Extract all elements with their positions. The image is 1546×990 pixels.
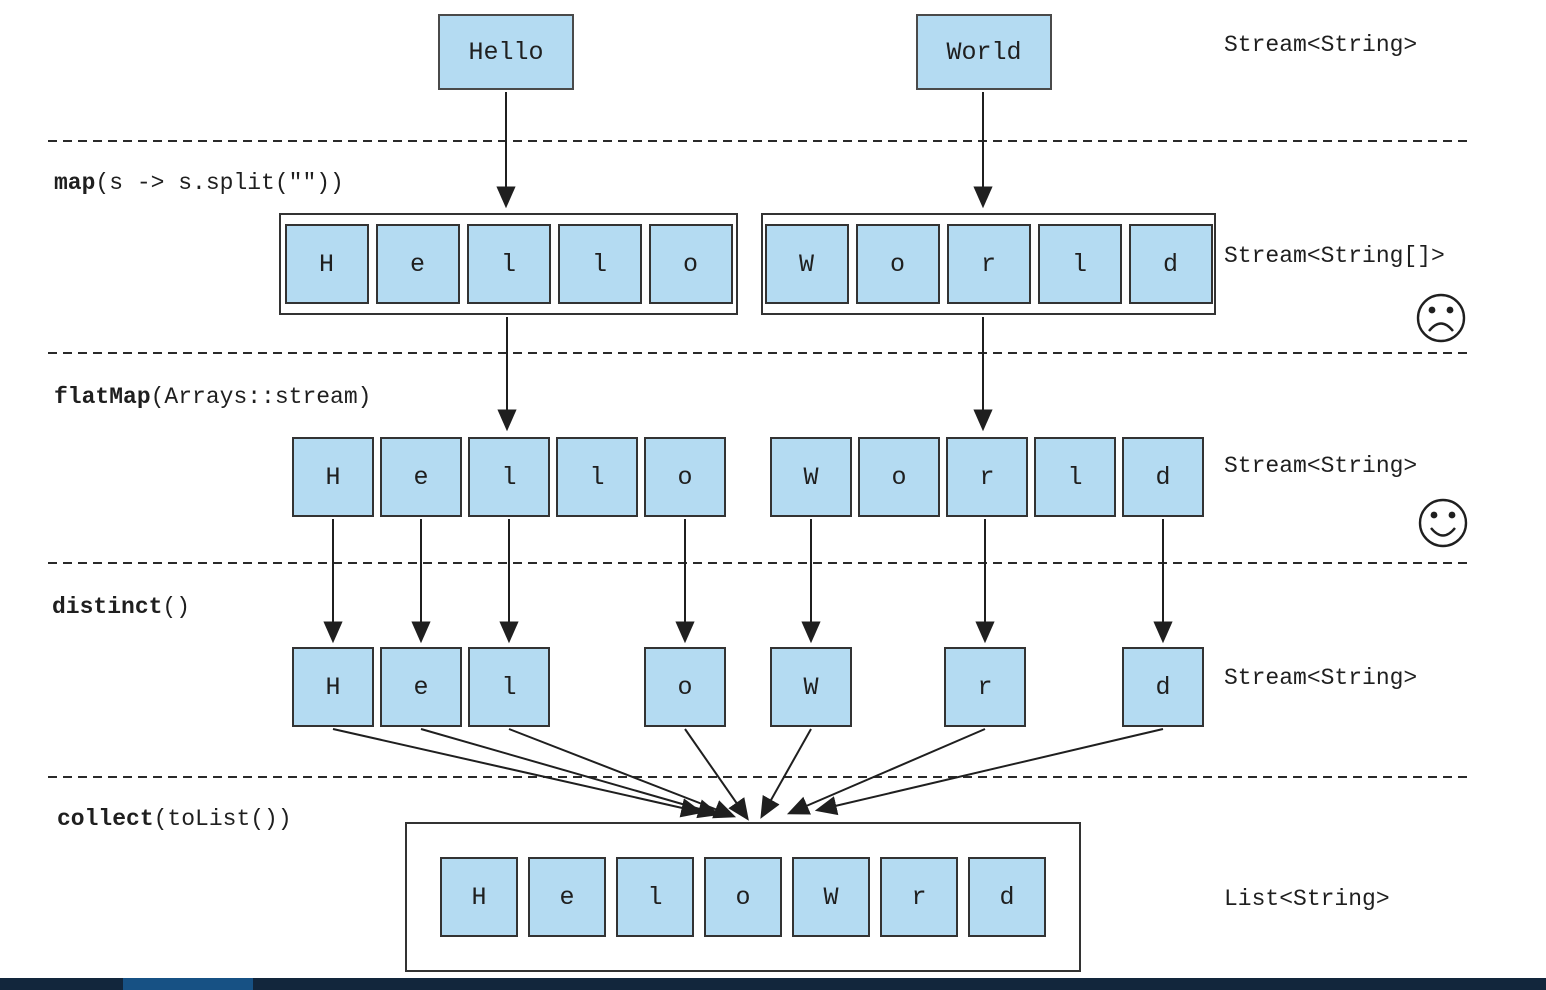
op-name: collect [57, 806, 154, 832]
cell-letter: H [325, 672, 341, 702]
op-label-flatmap: flatMap(Arrays::stream) [54, 384, 371, 410]
cell-letter: e [409, 249, 425, 279]
cell-letter: o [735, 882, 751, 912]
flatmap-cells-world: W o r l d [770, 437, 1204, 517]
cell-letter: o [677, 672, 693, 702]
op-args: () [162, 594, 191, 620]
distinct-to-collect-arrows [332, 728, 1164, 821]
cell-letter: W [798, 249, 814, 279]
cell-letter: o [682, 249, 698, 279]
type-label-flatmap: Stream<String> [1224, 453, 1418, 479]
cell-letter: l [501, 462, 517, 492]
op-label-collect: collect(toList()) [57, 806, 292, 832]
bottom-window-edge[interactable] [0, 978, 1546, 990]
type-label-source: Stream<String> [1224, 32, 1418, 58]
source-word: Hello [468, 37, 544, 67]
cell-letter: d [999, 882, 1015, 912]
collect-list-box: H e l o W r d [405, 822, 1081, 972]
op-name: map [54, 170, 96, 196]
cell-letter: l [591, 249, 607, 279]
cell-letter: W [803, 462, 819, 492]
op-label-distinct: distinct() [52, 594, 190, 620]
source-word-box: Hello [438, 14, 574, 90]
cell-letter: d [1155, 672, 1171, 702]
cell-letter: H [318, 249, 334, 279]
source-word-box: World [916, 14, 1052, 90]
cell-letter: o [677, 462, 693, 492]
type-label-collect: List<String> [1224, 886, 1390, 912]
happy-face-icon [1418, 498, 1468, 548]
cell-letter: r [980, 249, 996, 279]
cell-letter: d [1162, 249, 1178, 279]
distinct-cell: r [944, 647, 1026, 727]
distinct-cell: H [292, 647, 374, 727]
cell-letter: H [325, 462, 341, 492]
distinct-cell: e [380, 647, 462, 727]
cell-letter: d [1155, 462, 1171, 492]
sad-face-icon [1416, 293, 1466, 343]
cell-letter: l [1071, 249, 1087, 279]
flatmap-cells-hello: H e l l o [292, 437, 726, 517]
op-args: (Arrays::stream) [150, 384, 372, 410]
distinct-cell: W [770, 647, 852, 727]
distinct-cell: d [1122, 647, 1204, 727]
cell-letter: l [1067, 462, 1083, 492]
cell-letter: o [889, 249, 905, 279]
cell-letter: l [500, 249, 516, 279]
op-args: (s -> s.split("")) [95, 170, 344, 196]
map-array-box: H e l l o [279, 213, 738, 315]
cell-letter: r [977, 672, 993, 702]
bottom-window-edge-highlight[interactable] [123, 978, 253, 990]
cell-letter: H [471, 882, 487, 912]
cell-letter: r [979, 462, 995, 492]
cell-letter: e [413, 672, 429, 702]
cell-letter: e [413, 462, 429, 492]
cell-letter: r [911, 882, 927, 912]
cell-letter: W [823, 882, 839, 912]
cell-letter: o [891, 462, 907, 492]
distinct-cell: l [468, 647, 550, 727]
op-label-map: map(s -> s.split("")) [54, 170, 344, 196]
cell-letter: l [647, 882, 663, 912]
type-label-distinct: Stream<String> [1224, 665, 1418, 691]
op-args: (toList()) [153, 806, 292, 832]
cell-letter: l [589, 462, 605, 492]
op-name: flatMap [54, 384, 151, 410]
op-name: distinct [52, 594, 163, 620]
flatmap-to-distinct-arrows [323, 519, 1173, 644]
map-array-box: W o r l d [761, 213, 1216, 315]
source-word: World [946, 37, 1022, 67]
cell-letter: W [803, 672, 819, 702]
type-label-map: Stream<String[]> [1224, 243, 1445, 269]
cell-letter: e [559, 882, 575, 912]
distinct-cell: o [644, 647, 726, 727]
cell-letter: l [501, 672, 517, 702]
